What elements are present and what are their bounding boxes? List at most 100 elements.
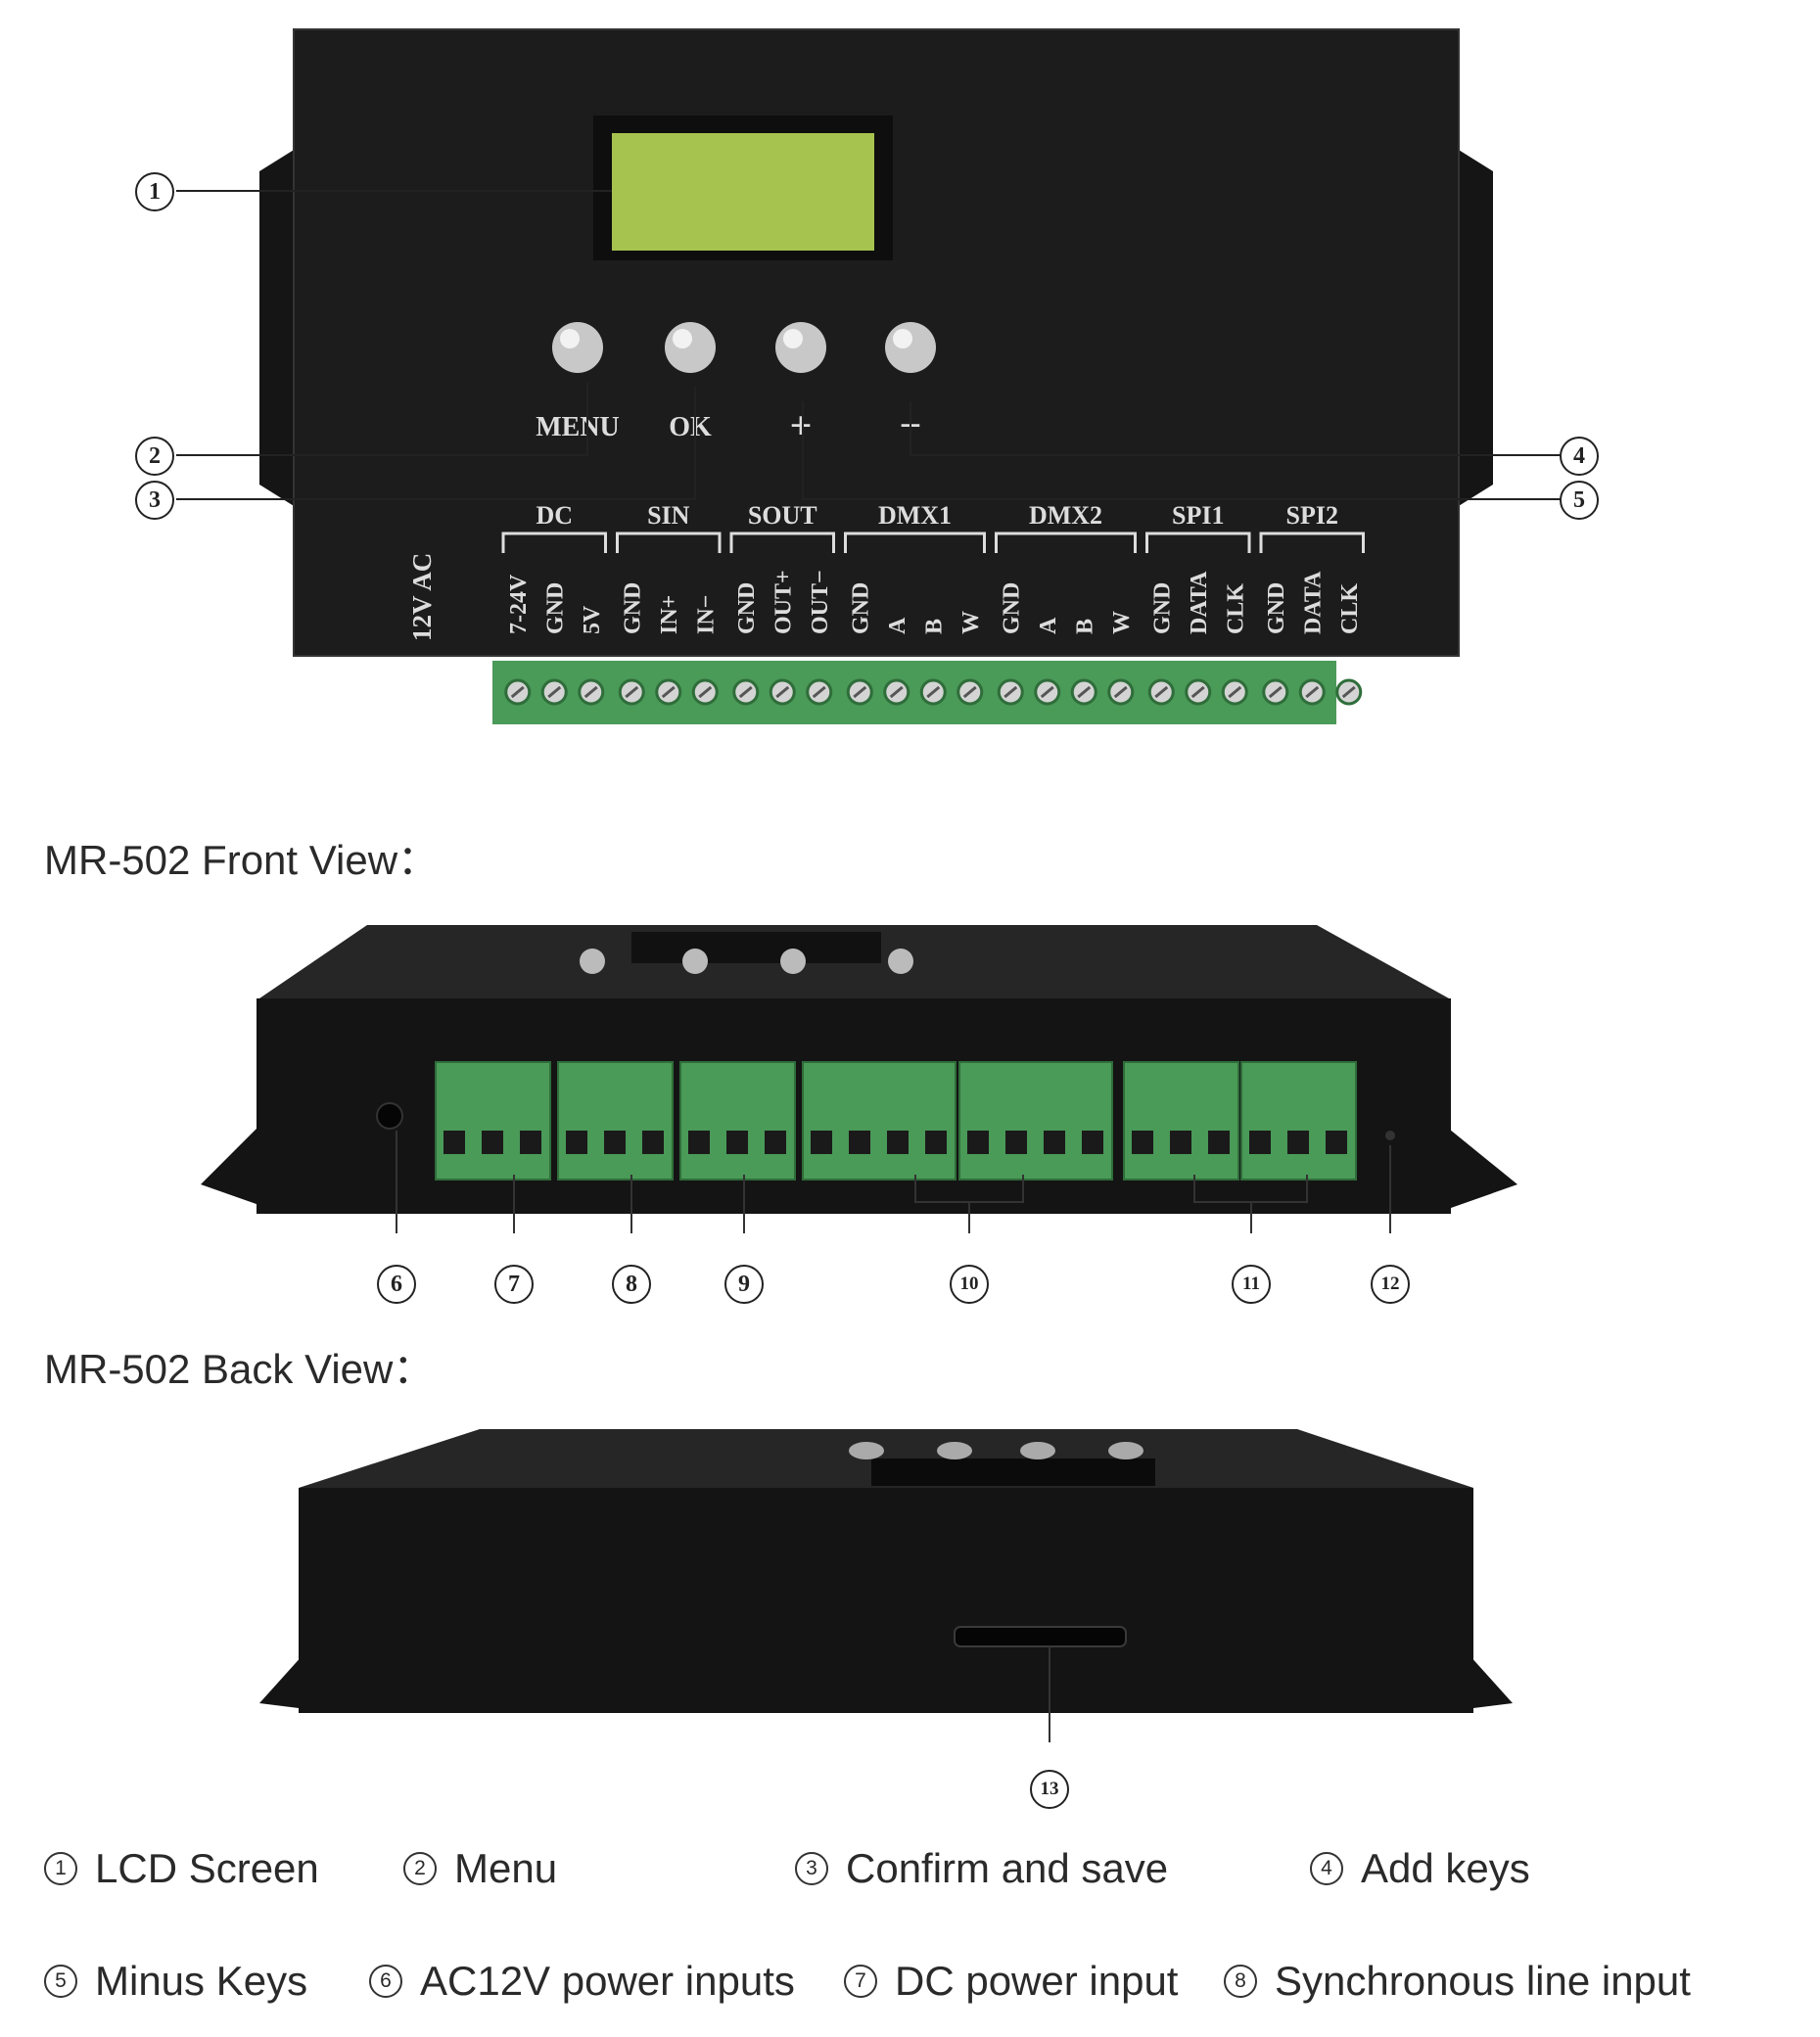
callout-12: 12 <box>1371 1265 1410 1304</box>
button-label-plus: + <box>790 403 813 447</box>
terminal-slot <box>520 1131 541 1154</box>
pin-label: CLK <box>1337 583 1363 634</box>
screw-slot <box>962 685 977 699</box>
front-view-illustration <box>201 925 1517 1233</box>
group-bracket <box>1259 532 1365 553</box>
terminal-block <box>679 1061 796 1181</box>
pin-label: A <box>1036 617 1061 634</box>
pin-label: B <box>921 619 947 634</box>
pin-label: W <box>1109 611 1135 634</box>
group-label: SPI1 <box>1172 501 1224 530</box>
screw-slot <box>1268 685 1283 699</box>
pin-label: CLK <box>1223 583 1248 634</box>
legend-label: Add keys <box>1361 1845 1530 1891</box>
screw-slot <box>1077 685 1092 699</box>
screw-slot <box>1040 685 1054 699</box>
legend-label: Menu <box>454 1845 558 1891</box>
callout-11: 11 <box>1232 1265 1271 1304</box>
terminal-block <box>1123 1061 1239 1181</box>
screw-slot <box>510 685 525 699</box>
pin-label: 5V <box>580 605 605 634</box>
pin-label: DATA <box>1300 571 1326 634</box>
terminal-slot <box>1249 1131 1271 1154</box>
terminal-slot <box>726 1131 748 1154</box>
pin-label: GND <box>848 582 873 634</box>
legend-item-3: 3 Confirm and save <box>795 1845 1168 1892</box>
screw-slot <box>1305 685 1320 699</box>
terminal-slot <box>566 1131 587 1154</box>
pin-label: GND <box>734 582 760 634</box>
legend-label: Confirm and save <box>846 1845 1169 1891</box>
terminal-block <box>1240 1061 1357 1181</box>
screw-slot <box>853 685 867 699</box>
group-label: SPI2 <box>1286 501 1338 530</box>
terminal-slot <box>1326 1131 1347 1154</box>
terminal-slot <box>1005 1131 1027 1154</box>
legend-number: 7 <box>844 1965 877 1998</box>
screw-slot <box>1341 685 1356 699</box>
pin-label: IN− <box>693 595 719 634</box>
terminal-slot <box>811 1131 832 1154</box>
terminal-slot <box>925 1131 947 1154</box>
terminal-screws <box>504 678 1363 706</box>
group-label: DMX2 <box>1029 501 1102 530</box>
legend-item-6: 6 AC12V power inputs <box>369 1958 795 2005</box>
callout-7: 7 <box>494 1265 534 1304</box>
legend-label: LCD Screen <box>95 1845 319 1891</box>
terminal-slot <box>1170 1131 1191 1154</box>
group-label: SOUT <box>748 501 817 530</box>
screw-slot <box>698 685 713 699</box>
pin-label: DATA <box>1187 571 1212 634</box>
screw-slot <box>661 685 676 699</box>
screw-slot <box>926 685 941 699</box>
pin-label: GND <box>542 582 568 634</box>
legend-number: 1 <box>44 1852 77 1885</box>
screw-slot <box>625 685 639 699</box>
terminal-slot <box>443 1131 465 1154</box>
group-bracket <box>844 532 986 553</box>
legend-item-1: 1 LCD Screen <box>44 1845 319 1892</box>
screw-slot <box>1113 685 1128 699</box>
screw-slot <box>583 685 598 699</box>
legend-number: 2 <box>403 1852 437 1885</box>
screw-slot <box>738 685 753 699</box>
legend-item-5: 5 Minus Keys <box>44 1958 307 2005</box>
legend-item-7: 7 DC power input <box>844 1958 1178 2005</box>
power-label: 12V AC <box>407 553 437 641</box>
callout-3: 3 <box>135 481 174 520</box>
legend-item-4: 4 Add keys <box>1310 1845 1530 1892</box>
callout-10: 10 <box>950 1265 989 1304</box>
terminal-slot <box>1132 1131 1153 1154</box>
group-bracket <box>1145 532 1251 553</box>
legend-label: AC12V power inputs <box>420 1958 795 2004</box>
terminal-slot <box>482 1131 503 1154</box>
terminal-slot <box>604 1131 626 1154</box>
terminal-block <box>958 1061 1113 1181</box>
screw-slot <box>812 685 826 699</box>
callout-6: 6 <box>377 1265 416 1304</box>
terminal-slot <box>642 1131 664 1154</box>
legend-number: 4 <box>1310 1852 1343 1885</box>
pin-label: W <box>958 611 984 634</box>
terminal-slot <box>849 1131 870 1154</box>
pin-label: IN+ <box>657 595 682 634</box>
terminal-block <box>557 1061 674 1181</box>
terminal-slot <box>1082 1131 1103 1154</box>
button-knobs <box>552 322 936 373</box>
legend-number: 3 <box>795 1852 828 1885</box>
terminal-slot <box>1044 1131 1065 1154</box>
terminal-slot <box>1208 1131 1230 1154</box>
pin-label: B <box>1072 619 1097 634</box>
terminal-slot <box>765 1131 786 1154</box>
legend-item-2: 2 Menu <box>403 1845 557 1892</box>
group-bracket <box>501 532 607 553</box>
screw-slot <box>889 685 904 699</box>
callout-9: 9 <box>724 1265 764 1304</box>
back-view-heading: MR-502 Back View： <box>44 1346 435 1392</box>
callout-4: 4 <box>1560 437 1599 476</box>
legend-label: DC power input <box>895 1958 1179 2004</box>
screw-slot <box>547 685 562 699</box>
pin-label: OUT− <box>808 570 833 634</box>
